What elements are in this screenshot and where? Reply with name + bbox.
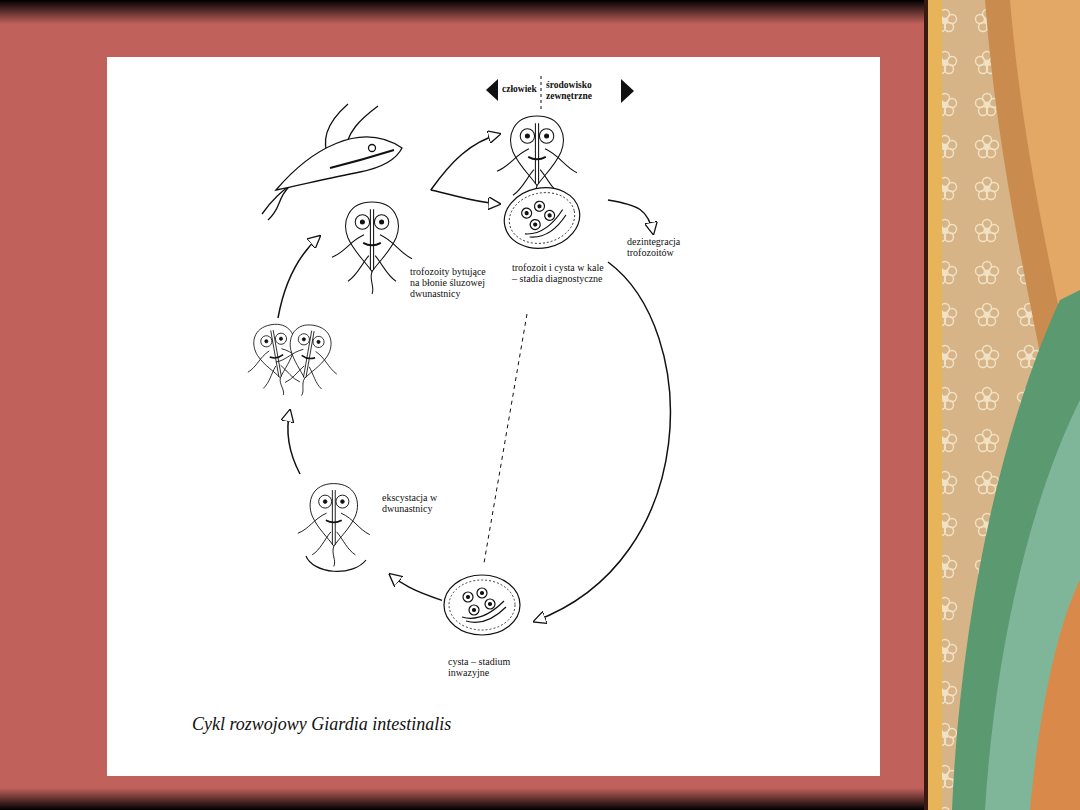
excysting-trophozoite <box>298 484 370 567</box>
green-swoosh <box>952 290 1080 810</box>
stage-label: trofozoity bytujące na błonie śluzowej d… <box>410 266 494 300</box>
cyst-in-feces <box>499 181 586 255</box>
divider-dashed <box>484 314 527 563</box>
flower-pattern <box>925 0 1080 810</box>
orange-swoosh-bottom <box>1030 580 1080 810</box>
human-side-arrow <box>486 79 498 101</box>
stage-node: cysta – stadium inwazyjne <box>442 562 534 686</box>
stage-node: trofozoity bytujące na błonie śluzowej d… <box>330 190 498 315</box>
stage-label: trofozoit i cysta w kale – stadia diagno… <box>512 262 604 284</box>
stage-label: dezintegracja trofozoitów <box>627 236 697 258</box>
life-cycle-arrow <box>534 262 670 622</box>
life-cycle-arrow <box>431 134 500 204</box>
bottom-shade <box>0 788 930 810</box>
region-label: środowisko zewnętrzne <box>546 80 616 101</box>
top-shade <box>0 0 930 24</box>
region-label: człowiek <box>502 84 537 95</box>
broken-cyst-wall <box>306 556 366 571</box>
dark-edge <box>924 0 928 810</box>
infective-cyst <box>444 575 520 635</box>
arrow-path <box>608 200 653 234</box>
trophozoite-on-mucosa <box>332 202 412 294</box>
arrow-path <box>534 262 670 622</box>
stage-label: ekscystacja w dwunastnicy <box>382 492 448 514</box>
divider-dashed <box>541 76 542 110</box>
arrow-path <box>390 574 442 600</box>
arrow-path <box>431 190 500 204</box>
stage-node: trofozoit i cysta w kale – stadia diagno… <box>500 108 608 308</box>
cycle-arrow <box>288 410 300 474</box>
stage-node: ekscystacja w dwunastnicy <box>296 476 452 574</box>
stage-label: cysta – stadium inwazyjne <box>448 656 530 678</box>
gold-band <box>928 0 942 810</box>
life-cycle-arrow <box>608 200 653 234</box>
stage-node: dezintegracja trofozoitów <box>624 234 701 268</box>
teal-swoosh <box>985 400 1080 810</box>
beige-strip <box>925 0 1080 810</box>
dividing-trophozoite <box>271 320 344 401</box>
figure-caption: Cykl rozwojowy Giardia intestinalis <box>192 714 451 734</box>
life-cycle-arrow <box>390 574 442 600</box>
cycle-arrow <box>278 236 320 318</box>
environment-side-arrow <box>621 79 634 103</box>
arrow-path <box>431 134 500 190</box>
